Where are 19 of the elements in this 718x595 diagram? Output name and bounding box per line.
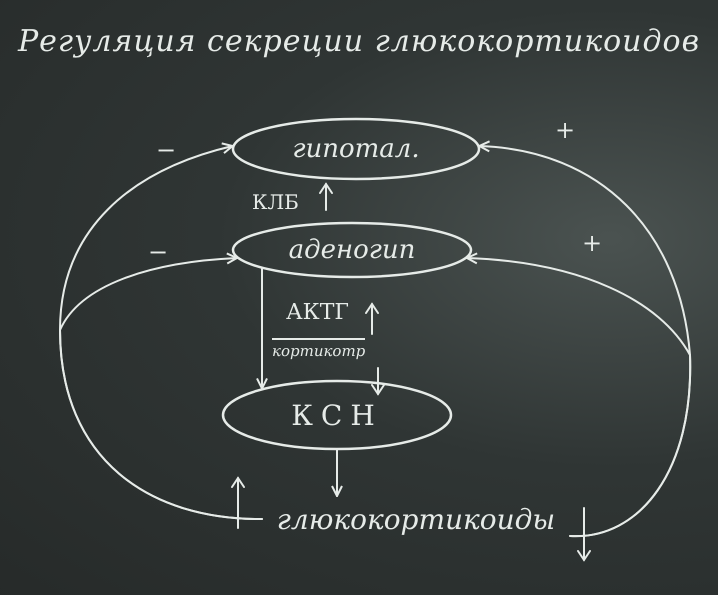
oval-node	[232, 222, 472, 278]
node-label: глюкокортикоиды	[276, 502, 556, 536]
edge-label: +	[580, 231, 604, 255]
node-label: гипотал.	[292, 134, 420, 164]
edge-label: +	[554, 118, 576, 142]
node-label: КСН	[291, 398, 383, 432]
arrow	[59, 252, 263, 520]
edge-label: −	[154, 138, 178, 162]
title: Регуляция секреции глюкокортикоидов	[16, 24, 702, 59]
text-label: АКТГ	[286, 300, 349, 325]
arrow	[256, 268, 268, 390]
text-label: кортикотр	[272, 338, 366, 360]
node-label: аденогип	[288, 235, 416, 265]
oval-node	[232, 118, 480, 180]
oval-node	[222, 380, 452, 450]
arrow	[331, 449, 343, 497]
arrow	[466, 252, 691, 537]
edge-label: −	[146, 240, 170, 264]
text-label: КЛБ	[252, 190, 299, 214]
